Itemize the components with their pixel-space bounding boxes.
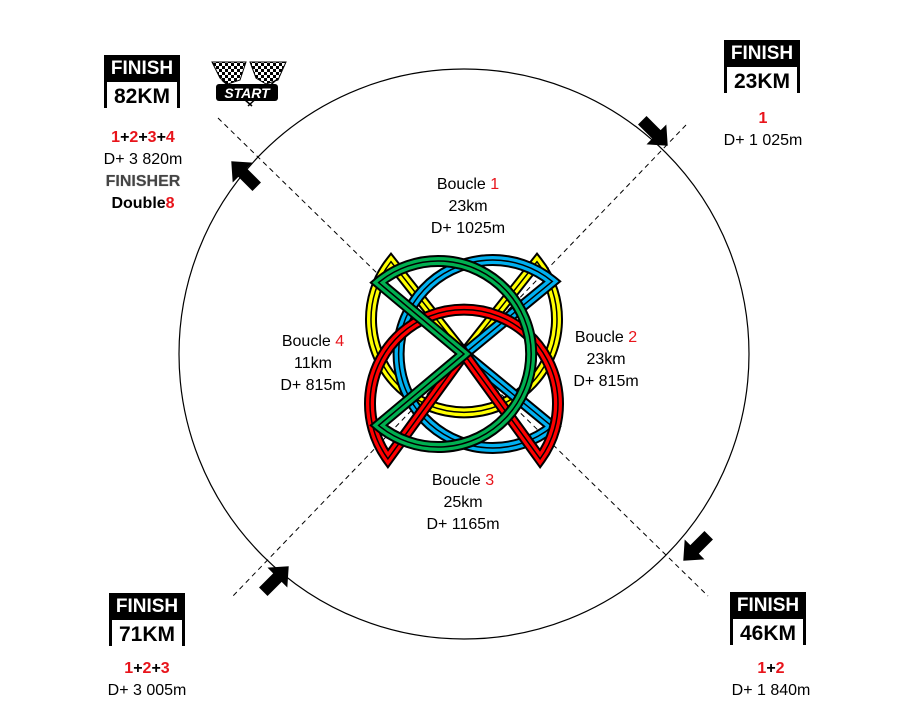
loop-1-label: Boucle 1 23km D+ 1025m [408, 174, 528, 240]
loop-2-number: 2 [628, 329, 638, 346]
finish-sign-71km: FINISH 71KM [109, 593, 185, 646]
loop-sequence: 1+2+3+4 [111, 129, 175, 146]
arrow-bottom-left-icon [259, 566, 289, 596]
loop-3-number: 3 [485, 472, 495, 489]
start-flags-icon: START [211, 61, 287, 107]
arrow-top-right-icon [638, 116, 668, 146]
finish-info-23km: 1 D+ 1 025m [698, 108, 828, 152]
loop-2-word: Boucle [574, 329, 624, 346]
loop-3-elevation: D+ 1165m [426, 516, 500, 533]
finish-info-82km: 1+2+3+4 D+ 3 820m FINISHER Double8 [78, 127, 208, 215]
start-label: START [224, 85, 271, 101]
finish-heading: FINISH [109, 593, 185, 620]
finish-sign-23km: FINISH 23KM [724, 40, 800, 93]
total-elevation: D+ 3 005m [107, 682, 187, 699]
loop-3-word: Boucle [431, 472, 481, 489]
loop-3-distance: 25km [443, 494, 483, 511]
finish-info-71km: 1+2+3 D+ 3 005m [82, 658, 212, 702]
loop-sequence: 1+2 [757, 660, 785, 677]
loop-1-distance: 23km [448, 198, 488, 215]
loop-3-label: Boucle 3 25km D+ 1165m [403, 470, 523, 536]
finish-sign-82km: FINISH 82KM [104, 55, 180, 108]
arrow-top-left-icon [231, 161, 261, 191]
loop-2-label: Boucle 2 23km D+ 815m [546, 327, 666, 393]
loop-sequence: 1+2+3 [124, 660, 170, 677]
finish-heading: FINISH [104, 55, 180, 82]
loop-4-number: 4 [335, 333, 345, 350]
finish-distance: 71KM [118, 623, 176, 646]
loop-1-number: 1 [490, 176, 500, 193]
loop-2-track [392, 254, 562, 454]
total-elevation: D+ 1 025m [723, 132, 803, 149]
loop-1-track [365, 252, 563, 419]
loop-3-track [364, 303, 564, 470]
loop-1-elevation: D+ 1025m [430, 220, 506, 237]
loop-sequence: 1 [758, 110, 768, 127]
loop-4-word: Boucle [281, 333, 331, 350]
finish-heading: FINISH [724, 40, 800, 67]
loop-4-track [369, 255, 538, 453]
outer-course-circle [178, 68, 750, 640]
loop-2-elevation: D+ 815m [573, 373, 639, 390]
finish-distance: 23KM [733, 70, 791, 93]
finish-info-46km: 1+2 D+ 1 840m [706, 658, 836, 702]
loop-2-distance: 23km [586, 351, 626, 368]
finish-sign-46km: FINISH 46KM [730, 592, 806, 645]
finish-distance: 82KM [113, 85, 171, 108]
double-eight-label: Double8 [111, 195, 175, 212]
loop-4-label: Boucle 4 11km D+ 815m [253, 331, 373, 397]
loop-1-word: Boucle [436, 176, 486, 193]
finisher-label: FINISHER [105, 173, 181, 190]
total-elevation: D+ 1 840m [731, 682, 811, 699]
total-elevation: D+ 3 820m [103, 151, 183, 168]
loop-4-elevation: D+ 815m [280, 377, 346, 394]
loop-4-distance: 11km [294, 355, 332, 372]
finish-heading: FINISH [730, 592, 806, 619]
arrow-bottom-right-icon [683, 531, 713, 561]
finish-distance: 46KM [739, 622, 797, 645]
